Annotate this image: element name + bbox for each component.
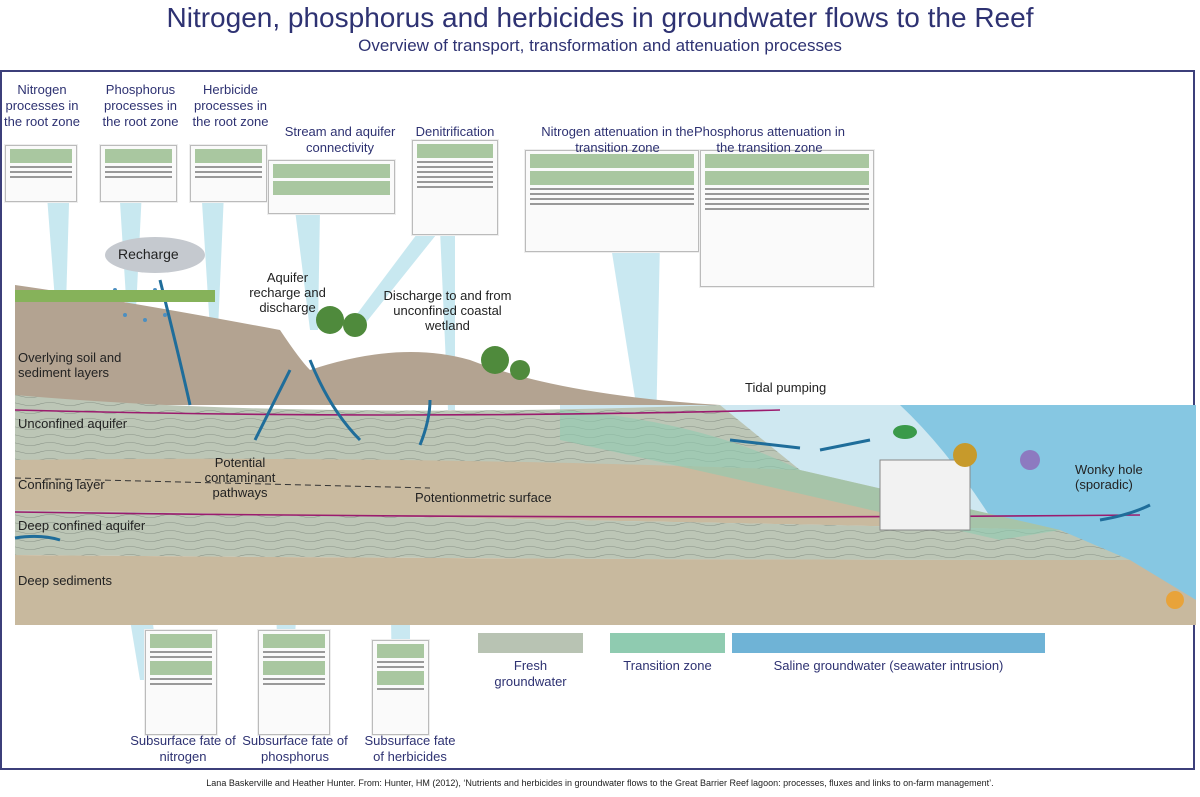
thumbnail-denitrification[interactable]	[412, 140, 498, 235]
label-contaminant-pathways: Potential contaminant pathways	[204, 455, 276, 500]
thumbnail-phosphorus-attenuation[interactable]	[700, 150, 874, 287]
legend-swatch-transition	[610, 633, 725, 653]
overlying-soil-layer	[15, 285, 720, 405]
panel-label-phosphorus-attenuation: Phosphorus attenuation in the transition…	[693, 124, 846, 155]
label-discharge-wetland: Discharge to and from unconfined coastal…	[383, 288, 512, 333]
label-unconfined-aquifer: Unconfined aquifer	[18, 416, 128, 431]
label-recharge: Recharge	[118, 246, 179, 262]
legend-label-saline: Saline groundwater (seawater intrusion)	[773, 658, 1004, 673]
deep-sediments-layer	[15, 555, 1196, 625]
credit-line: Lana Baskerville and Heather Hunter. Fro…	[206, 778, 994, 788]
label-potentiometric-surface: Potentionmetric surface	[415, 490, 552, 505]
panel-label-phosphorus-root: Phosphorus processes in the root zone	[102, 82, 179, 129]
panel-label-fate-nitrogen: Subsurface fate of nitrogen	[130, 733, 236, 764]
panel-label-fate-herbicides: Subsurface fate of herbicides	[364, 733, 456, 764]
legend-swatch-fresh	[478, 633, 583, 653]
thumbnail-stream-aquifer[interactable]	[268, 160, 395, 214]
panel-label-herbicide-root: Herbicide processes in the root zone	[192, 82, 269, 129]
legend-label-fresh: Fresh groundwater	[494, 658, 567, 689]
reef-icon	[879, 425, 1184, 609]
legend-swatch-saline	[732, 633, 1045, 653]
thumbnail-fate-phosphorus[interactable]	[258, 630, 330, 735]
label-wonky-hole: Wonky hole (sporadic)	[1075, 462, 1143, 492]
label-aquifer-recharge: Aquifer recharge and discharge	[249, 270, 326, 315]
thumbnail-nitrogen-root[interactable]	[5, 145, 77, 202]
page-title: Nitrogen, phosphorus and herbicides in g…	[166, 2, 1034, 33]
panel-label-nitrogen-attenuation: Nitrogen attenuation in the transition z…	[541, 124, 694, 155]
vegetation-icon	[15, 290, 530, 380]
thumbnail-nitrogen-attenuation[interactable]	[525, 150, 699, 252]
panel-label-fate-phosphorus: Subsurface fate of phosphorus	[242, 733, 348, 764]
panel-label-denitrification: Denitrification	[415, 124, 495, 139]
thumbnail-herbicide-root[interactable]	[190, 145, 267, 202]
label-tidal-pumping: Tidal pumping	[745, 380, 827, 395]
thumbnail-fate-herbicides[interactable]	[372, 640, 429, 735]
label-overlying-soil: Overlying soil and sediment layers	[18, 350, 122, 380]
panel-label-nitrogen-root: Nitrogen processes in the root zone	[4, 82, 80, 129]
thumbnail-phosphorus-root[interactable]	[100, 145, 177, 202]
label-deep-sediments: Deep sediments	[18, 573, 112, 588]
cloud-icon	[105, 237, 205, 273]
label-confining-layer: Confining layer	[18, 477, 105, 492]
label-deep-confined-aquifer: Deep confined aquifer	[18, 518, 146, 533]
legend-label-transition: Transition zone	[623, 658, 712, 673]
thumbnail-fate-nitrogen[interactable]	[145, 630, 217, 735]
panel-label-stream-aquifer: Stream and aquifer connectivity	[284, 124, 396, 155]
page-subtitle: Overview of transport, transformation an…	[358, 36, 842, 55]
